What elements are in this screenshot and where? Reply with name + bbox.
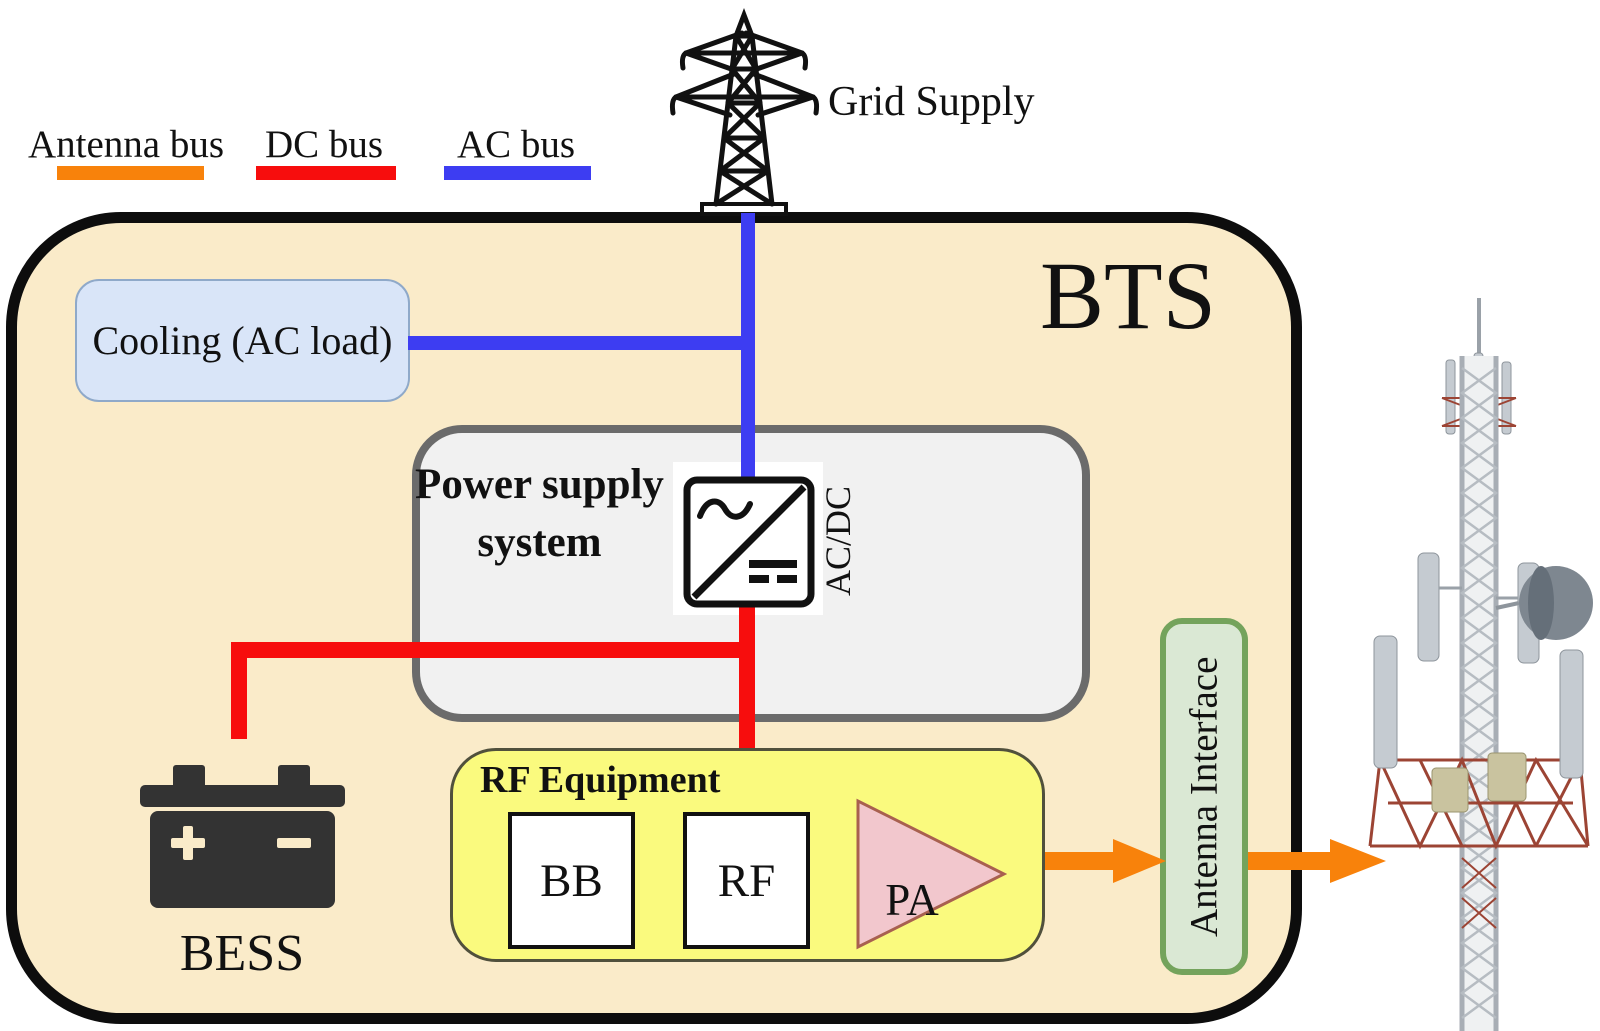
converter-label: AC/DC <box>818 485 858 597</box>
bb-label: BB <box>540 854 603 907</box>
dc-bus-bess-line <box>231 642 247 739</box>
legend-swatch-ac-bus <box>444 166 591 180</box>
cooling-label: Cooling (AC load) <box>92 318 393 363</box>
bess-label: BESS <box>179 925 305 982</box>
power-supply-title: Power supply system <box>412 456 667 572</box>
antenna-interface-label: Antenna Interface <box>1182 656 1226 937</box>
power-amplifier-triangle <box>856 798 1007 950</box>
cell-tower-photo <box>1368 298 1593 1031</box>
legend-swatch-dc-bus <box>256 166 396 180</box>
grid-supply-label: Grid Supply <box>828 79 1035 125</box>
legend-label-dc-bus: DC bus <box>264 123 384 166</box>
antenna-bus-arrow-1 <box>1045 839 1166 883</box>
rf-module: RF <box>683 812 810 949</box>
cooling-box: Cooling (AC load) <box>75 279 410 402</box>
dc-bus-converter-line <box>739 604 755 750</box>
rf-label: RF <box>717 854 776 907</box>
power-supply-title-line1: Power supply <box>415 461 664 508</box>
bts-title: BTS <box>1039 242 1217 349</box>
legend-label-ac-bus: AC bus <box>456 123 576 166</box>
antenna-interface-box: Antenna Interface <box>1160 618 1248 975</box>
transmission-pylon-icon <box>669 7 820 216</box>
bb-module: BB <box>508 812 635 949</box>
legend-swatch-antenna-bus <box>57 166 204 180</box>
ac-dc-converter-icon <box>683 476 815 608</box>
dc-bus-horizontal-line <box>231 642 751 658</box>
rf-equipment-title: RF Equipment <box>480 759 721 801</box>
antenna-bus-arrow-2 <box>1248 839 1386 883</box>
power-supply-title-line2: system <box>477 519 602 567</box>
pa-label: PA <box>885 875 939 925</box>
battery-icon <box>140 765 345 908</box>
legend-label-antenna-bus: Antenna bus <box>27 123 225 166</box>
ac-bus-cooling-line <box>408 336 749 350</box>
